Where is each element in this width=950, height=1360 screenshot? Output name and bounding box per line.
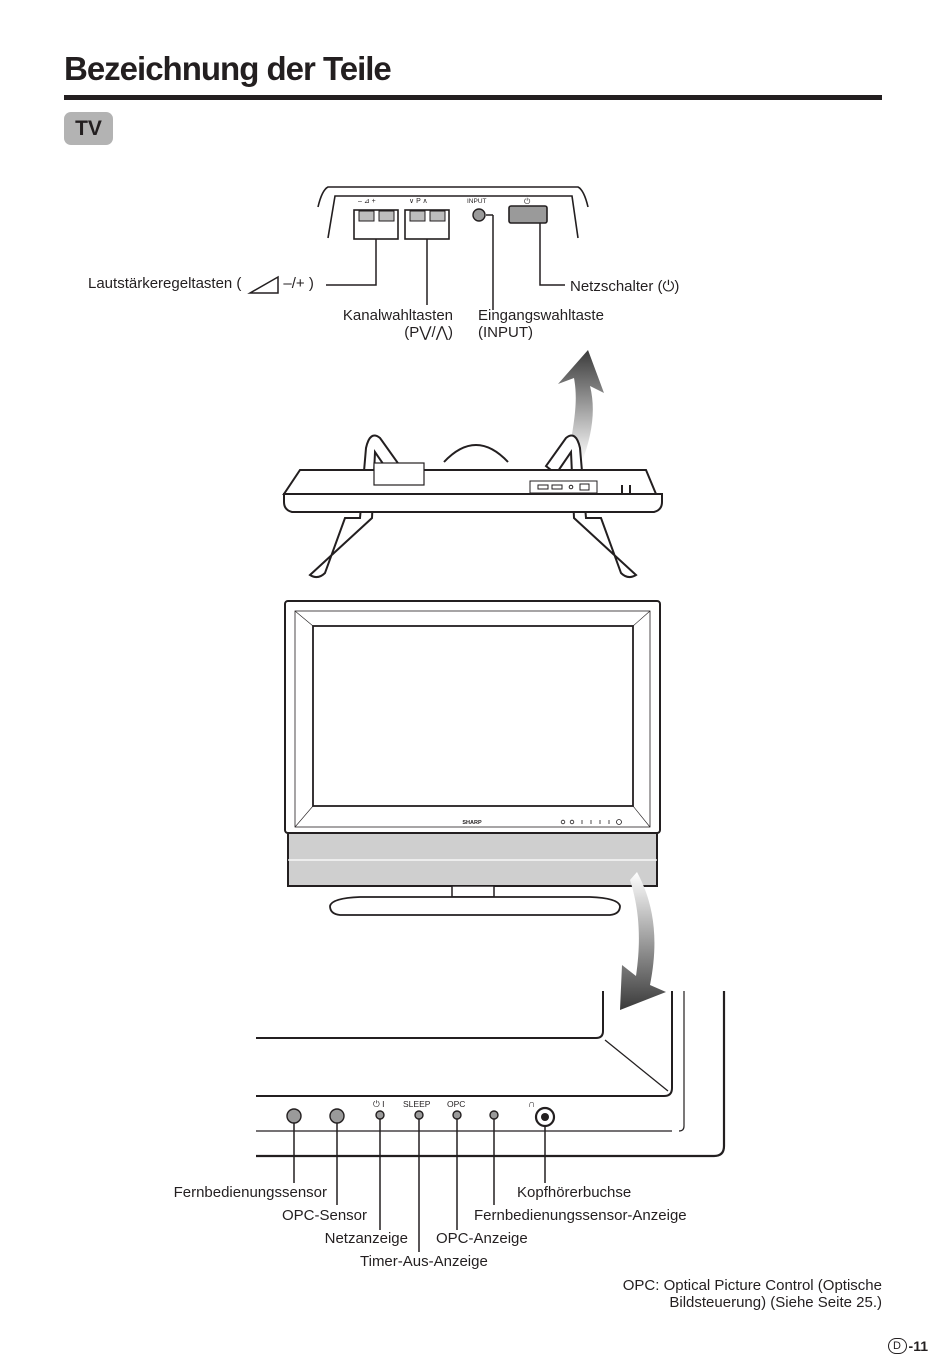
headphone-jack-hole: [541, 1113, 549, 1121]
label-remote-sensor: Fernbedienungssensor: [173, 1184, 327, 1201]
remote-indicator-led: [489, 1110, 499, 1120]
label-channel-sep: /: [431, 324, 436, 341]
label-power-switch: Netzschalter (⏻): [570, 278, 680, 295]
power-switch[interactable]: [508, 205, 548, 224]
volume-triangle-icon: [247, 275, 279, 294]
sleep-mark: SLEEP: [403, 1099, 431, 1109]
brand-logo: SHARP: [462, 820, 482, 826]
input-button[interactable]: [472, 208, 486, 222]
label-input-line1: Eingangswahltaste: [478, 307, 604, 324]
panel-volume-marks: – ⊿ +: [358, 198, 376, 205]
sleep-indicator-led: [414, 1110, 424, 1120]
label-power-indicator: Netzanzeige: [324, 1230, 408, 1247]
footnote-line2: Bildsteuerung) (Siehe Seite 25.): [669, 1294, 882, 1311]
label-channel-buttons: Kanalwahltasten (P⋁/⋀): [343, 307, 453, 341]
volume-buttons[interactable]: [353, 209, 399, 240]
label-volume-buttons: Lautstärkeregeltasten ( –/+ ): [88, 275, 314, 292]
power-indicator-mark: ⏻ I: [373, 1099, 384, 1109]
label-power-text: Netzschalter (: [570, 278, 663, 295]
opc-sensor: [329, 1108, 345, 1124]
page-number: D-11: [887, 1338, 928, 1354]
tv-top-view: [282, 434, 663, 579]
headphone-icon: ∩: [528, 1099, 535, 1110]
opc-mark: OPC: [447, 1099, 465, 1109]
panel-input-text: INPUT: [467, 198, 487, 205]
label-channel-p: (P: [404, 324, 420, 341]
opc-footnote: OPC: Optical Picture Control (Optische B…: [623, 1277, 882, 1311]
label-channel-line2: (P⋁/⋀): [343, 324, 453, 341]
power-indicator-led: [375, 1110, 385, 1120]
label-remote-indicator: Fernbedienungssensor-Anzeige: [474, 1207, 687, 1224]
language-badge: D: [887, 1338, 907, 1354]
panel-power-symbol: ⏻: [524, 197, 531, 206]
power-icon: ⏻: [662, 278, 675, 295]
footnote-line1: OPC: Optical Picture Control (Optische: [622, 1277, 882, 1294]
top-control-panel: [317, 186, 589, 239]
label-volume-symbols: –/+ ): [283, 275, 314, 292]
tv-top-buttons: [537, 483, 590, 491]
page-number-text: -11: [908, 1338, 928, 1354]
label-sleep-timer: Timer-Aus-Anzeige: [360, 1253, 488, 1270]
label-opc-indicator: OPC-Anzeige: [436, 1230, 528, 1247]
section-badge: TV: [64, 112, 113, 145]
arrow-down-icon: [620, 872, 666, 1010]
label-channel-end: ): [448, 324, 453, 341]
page-title: Bezeichnung der Teile: [64, 50, 392, 87]
panel-channel-marks: ∨ P ∧: [409, 198, 428, 205]
label-input-button: Eingangswahltaste (INPUT): [478, 307, 604, 341]
tv-top-vents: [621, 485, 631, 495]
remote-sensor: [286, 1108, 302, 1124]
channel-buttons[interactable]: [404, 209, 450, 240]
channel-down-icon: ⋁: [419, 324, 432, 341]
tv-top-recess: [373, 462, 425, 486]
label-opc-sensor: OPC-Sensor: [281, 1207, 367, 1224]
label-volume-text: Lautstärkeregeltasten (: [88, 275, 242, 292]
opc-indicator-led: [452, 1110, 462, 1120]
tv-front-view: [284, 600, 661, 916]
label-headphone-jack: Kopfhörerbuchse: [517, 1184, 632, 1201]
channel-up-icon: ⋀: [435, 324, 448, 341]
arrow-up-icon: [558, 350, 604, 462]
title-rule: [64, 95, 882, 100]
bottom-panel-outline: [256, 991, 726, 1158]
label-channel-line1: Kanalwahltasten: [342, 307, 453, 324]
bottom-leader-lines: [293, 1119, 546, 1252]
label-input-line2: (INPUT): [478, 324, 533, 341]
top-leader-lines: [326, 214, 565, 310]
